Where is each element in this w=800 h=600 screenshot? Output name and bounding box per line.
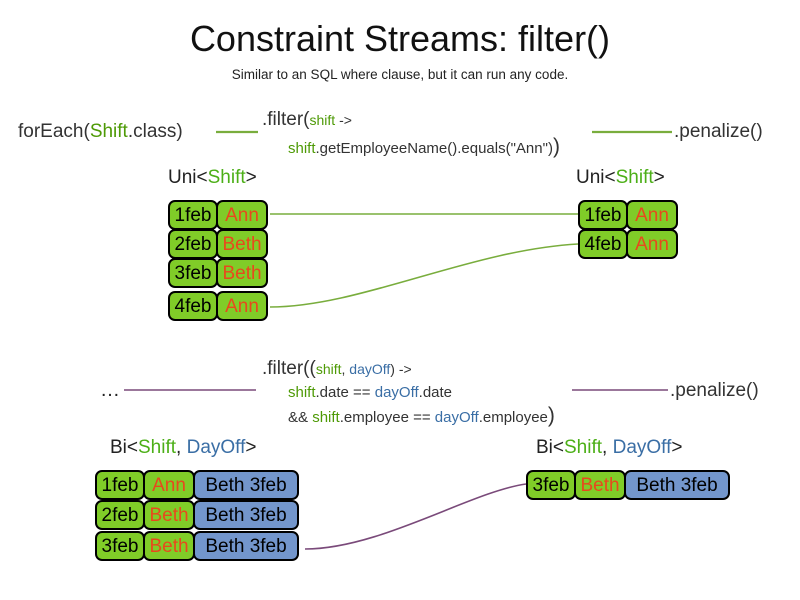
tuple-row[interactable]: 1feb Ann — [168, 200, 268, 230]
stream-label-bi-output: Bi<Shift, DayOff> — [536, 437, 682, 459]
cell-date: 4feb — [578, 229, 628, 259]
tuple-row[interactable]: 1feb Ann — [578, 200, 678, 230]
tuple-row[interactable]: 3feb Beth — [168, 258, 268, 288]
label-type1: Shift — [138, 437, 177, 458]
label-sep: , — [176, 437, 187, 458]
label-suffix: > — [653, 167, 665, 188]
filter-body-var: shift — [288, 140, 316, 157]
label-suffix: > — [245, 167, 257, 188]
text-end: .employee — [478, 409, 548, 426]
connector-bi-row3 — [304, 483, 527, 550]
filter-expression-bi-line2: shift.date == dayOff.date — [288, 382, 452, 403]
cell-date: 3feb — [95, 531, 145, 561]
filter-head: .filter( — [262, 109, 310, 130]
filter-expression-uni-line1: .filter(shift -> — [262, 108, 352, 132]
cell-date: 1feb — [95, 470, 145, 500]
filter-expression-bi-line3: && shift.employee == dayOff.employee) — [288, 405, 555, 428]
filter-expression-bi-line1: .filter((shift, dayOff) -> — [262, 357, 412, 381]
filter-expression-uni-line2: shift.getEmployeeName().equals("Ann")) — [288, 136, 560, 159]
cell-name: Ann — [216, 291, 268, 321]
cell-date: 2feb — [95, 500, 145, 530]
label-type2: DayOff — [186, 437, 246, 458]
label-type1: Shift — [564, 437, 603, 458]
cell-dayoff: Beth 3feb — [193, 470, 299, 500]
label-prefix: Uni< — [576, 167, 616, 188]
tuple-row[interactable]: 1feb Ann Beth 3feb — [95, 470, 299, 500]
cell-name: Ann — [626, 229, 678, 259]
var-dayoff: dayOff — [374, 384, 419, 401]
penalize-uni: .penalize() — [674, 121, 763, 142]
filter-arrow: -> — [335, 112, 352, 128]
filter-head: .filter(( — [262, 358, 316, 379]
filter-param-dayoff: dayOff — [349, 361, 391, 377]
stream-label-uni-output: Uni<Shift> — [576, 167, 665, 189]
cell-name: Ann — [216, 200, 268, 230]
stream-label-bi-input: Bi<Shift, DayOff> — [110, 437, 256, 459]
var-dayoff: dayOff — [434, 409, 479, 426]
cell-date: 4feb — [168, 291, 218, 321]
cell-dayoff: Beth 3feb — [624, 470, 730, 500]
cell-date: 1feb — [168, 200, 218, 230]
foreach-suffix: .class) — [127, 121, 183, 142]
label-type: Shift — [207, 167, 246, 188]
var-shift: shift — [312, 409, 340, 426]
text-mid: .date == — [315, 384, 375, 401]
var-shift: shift — [288, 384, 316, 401]
penalize-bi: .penalize() — [670, 380, 759, 401]
filter-close-paren: ) — [547, 404, 555, 427]
label-suffix: > — [671, 437, 683, 458]
cell-name: Ann — [143, 470, 195, 500]
tuple-row[interactable]: 3feb Beth Beth 3feb — [526, 470, 730, 500]
tuple-row[interactable]: 4feb Ann — [168, 291, 268, 321]
ellipsis-source: … — [100, 379, 120, 401]
foreach-expression: forEach(Shift.class) — [18, 120, 183, 144]
label-type2: DayOff — [612, 437, 672, 458]
text-end: .date — [418, 384, 453, 401]
foreach-prefix: forEach( — [18, 121, 90, 142]
cell-date: 2feb — [168, 229, 218, 259]
tuple-row[interactable]: 2feb Beth Beth 3feb — [95, 500, 299, 530]
label-type: Shift — [615, 167, 654, 188]
cell-name: Ann — [626, 200, 678, 230]
tuple-row[interactable]: 4feb Ann — [578, 229, 678, 259]
cell-date: 3feb — [526, 470, 576, 500]
cell-name: Beth — [143, 500, 195, 530]
label-prefix: Bi< — [110, 437, 138, 458]
filter-comma: , — [341, 361, 350, 377]
text-mid: .employee == — [339, 409, 435, 426]
cell-name: Beth — [216, 229, 268, 259]
filter-arrow: ) -> — [390, 361, 412, 377]
tuple-row[interactable]: 2feb Beth — [168, 229, 268, 259]
cell-date: 1feb — [578, 200, 628, 230]
foreach-type: Shift — [89, 121, 128, 142]
cell-name: Beth — [216, 258, 268, 288]
filter-param-shift: shift — [315, 361, 342, 377]
label-prefix: Bi< — [536, 437, 564, 458]
label-prefix: Uni< — [168, 167, 208, 188]
cell-name: Beth — [143, 531, 195, 561]
cell-dayoff: Beth 3feb — [193, 500, 299, 530]
text-and: && — [288, 409, 313, 426]
filter-close-paren: ) — [552, 135, 560, 158]
page-title: Constraint Streams: filter() — [189, 18, 611, 59]
stream-label-uni-input: Uni<Shift> — [168, 167, 257, 189]
label-suffix: > — [245, 437, 257, 458]
page-subtitle: Similar to an SQL where clause, but it c… — [231, 67, 569, 82]
tuple-row[interactable]: 3feb Beth Beth 3feb — [95, 531, 299, 561]
cell-dayoff: Beth 3feb — [193, 531, 299, 561]
cell-date: 3feb — [168, 258, 218, 288]
connector-uni-row4 — [269, 243, 579, 308]
cell-name: Beth — [574, 470, 626, 500]
filter-param-shift: shift — [309, 112, 336, 128]
filter-body-rest: .getEmployeeName().equals("Ann") — [315, 140, 553, 157]
label-sep: , — [602, 437, 613, 458]
